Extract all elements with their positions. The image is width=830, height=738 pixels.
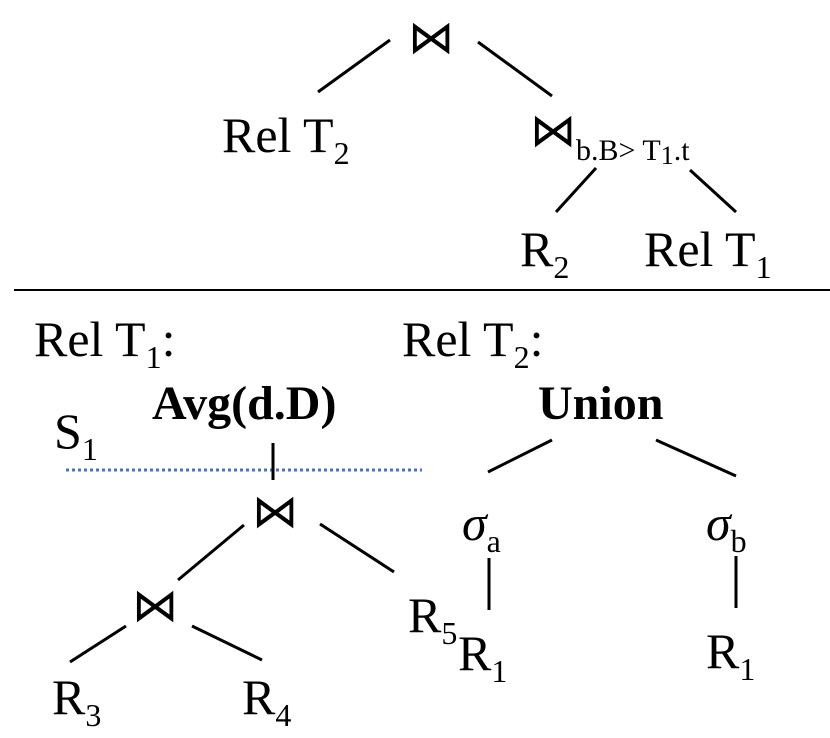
r3-text: R <box>52 669 86 725</box>
s1-text: S <box>54 403 82 459</box>
r1-right-text: R <box>706 623 740 679</box>
edge-union-to-sigma-a <box>487 438 553 474</box>
union-label: Union <box>538 377 664 430</box>
sigma-a-icon: σ <box>462 495 487 551</box>
edge-join-to-r5 <box>319 522 395 574</box>
edge-root-to-relt2 <box>317 38 391 94</box>
join-condition-suffix: .t <box>673 134 690 167</box>
top-join-condition: ⋈b.B> T1.t <box>530 103 690 170</box>
top-rel-t2-label: Rel T2 <box>222 107 350 169</box>
top-rel-t1-sub: 1 <box>755 249 772 285</box>
r1-right-sub: 1 <box>739 651 756 687</box>
r1-left-label: R1 <box>458 625 507 687</box>
top-r2-text: R <box>520 221 554 277</box>
top-rel-t1-text: Rel T <box>644 221 756 277</box>
join-condition-text: b.B> T1.t <box>576 134 690 170</box>
rel-t2-heading-sub: 2 <box>513 339 530 375</box>
r3-sub: 3 <box>85 697 102 733</box>
s1-label: S1 <box>54 403 98 465</box>
edge-root-to-join <box>477 40 553 98</box>
sigma-a-sub: a <box>486 523 501 559</box>
sigma-b-icon: σ <box>706 495 731 551</box>
r5-sub: 5 <box>441 615 458 651</box>
r1-left-text: R <box>458 625 492 681</box>
rel-t1-heading-text: Rel T <box>34 311 146 367</box>
rel-t1-heading-sub: 1 <box>145 339 162 375</box>
sigma-a-label: σa <box>462 495 501 557</box>
rel-t1-heading: Rel T1: <box>34 311 176 373</box>
r1-right-label: R1 <box>706 623 755 685</box>
top-root-join-icon: ⋈ <box>408 10 454 64</box>
rel-t1-upper-join-icon: ⋈ <box>252 484 298 538</box>
r1-left-sub: 1 <box>491 653 508 689</box>
r5-text: R <box>408 587 442 643</box>
edge-inner-join-to-r3 <box>69 624 127 664</box>
rel-t1-lower-join-icon: ⋈ <box>132 578 178 632</box>
r3-label: R3 <box>52 669 101 731</box>
edge-join-to-r2 <box>554 166 598 214</box>
top-rel-t1-label: Rel T1 <box>644 221 772 283</box>
s1-sub: 1 <box>81 431 98 467</box>
top-r2-label: R2 <box>520 221 569 283</box>
edge-union-to-sigma-b <box>655 438 737 478</box>
top-rel-t2-sub: 2 <box>333 135 350 171</box>
avg-aggregate-label: Avg(d.D) <box>152 377 337 430</box>
sigma-b-label: σb <box>706 495 747 557</box>
join-condition-sub: 1 <box>660 141 674 170</box>
rel-t2-heading: Rel T2: <box>402 311 544 373</box>
r4-sub: 4 <box>275 697 292 733</box>
join-condition-prefix: b.B> T <box>576 134 661 167</box>
edge-join-to-relt1 <box>688 168 738 214</box>
edge-inner-join-to-r4 <box>191 624 263 662</box>
edge-join-to-inner-join <box>177 523 245 582</box>
sigma-b-sub: b <box>730 523 747 559</box>
top-r2-sub: 2 <box>553 249 570 285</box>
top-inner-join-icon: ⋈ <box>530 103 576 157</box>
r4-text: R <box>242 669 276 725</box>
rel-t2-heading-text: Rel T <box>402 311 514 367</box>
rel-t2-heading-suffix: : <box>529 311 544 367</box>
rel-t1-heading-suffix: : <box>161 311 176 367</box>
top-rel-t2-text: Rel T <box>222 107 334 163</box>
r4-label: R4 <box>242 669 291 731</box>
r5-label: R5 <box>408 587 457 649</box>
